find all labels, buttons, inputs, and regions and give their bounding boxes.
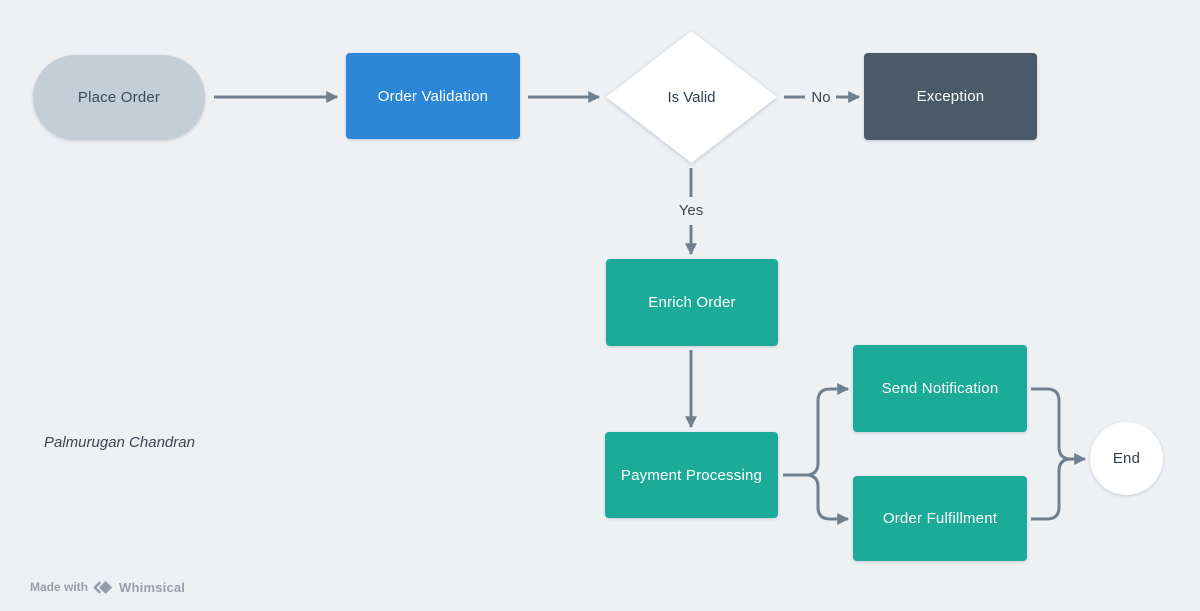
whimsical-logo-icon [93,580,113,594]
node-enrich-order-label: Enrich Order [648,294,736,311]
node-end-label: End [1112,450,1141,467]
edge-notification-to-end [1031,387,1072,461]
node-place-order-label: Place Order [77,89,161,106]
node-is-valid[interactable]: Is Valid [606,31,777,163]
node-send-notification-label: Send Notification [881,380,999,397]
edge-label-no: No [811,88,831,106]
node-payment-processing-label: Payment Processing [620,466,763,484]
node-order-fulfillment-label: Order Fulfillment [882,510,998,527]
node-send-notification[interactable]: Send Notification [853,345,1027,432]
node-payment-processing[interactable]: Payment Processing [605,432,778,518]
node-end[interactable]: End [1090,422,1163,495]
author-annotation: Palmurugan Chandran [44,434,195,451]
made-with-text: Made with [30,580,89,594]
node-place-order[interactable]: Place Order [33,55,205,140]
edge-fulfillment-to-end [1031,457,1072,521]
node-enrich-order[interactable]: Enrich Order [606,259,778,346]
made-with-whimsical-link[interactable]: Made with Whimsical [30,577,185,597]
edge-payment-to-fulfillment [805,473,850,525]
node-order-validation-label: Order Validation [377,87,489,105]
node-exception[interactable]: Exception [864,53,1037,140]
node-order-validation[interactable]: Order Validation [346,53,520,139]
node-is-valid-wrap: Is Valid [606,31,777,163]
whimsical-brand-text: Whimsical [119,579,186,595]
node-order-fulfillment[interactable]: Order Fulfillment [853,476,1027,561]
edge-payment-to-notification [783,383,850,477]
node-is-valid-label: Is Valid [667,88,716,106]
node-exception-label: Exception [916,88,985,105]
edge-label-yes: Yes [678,201,704,219]
